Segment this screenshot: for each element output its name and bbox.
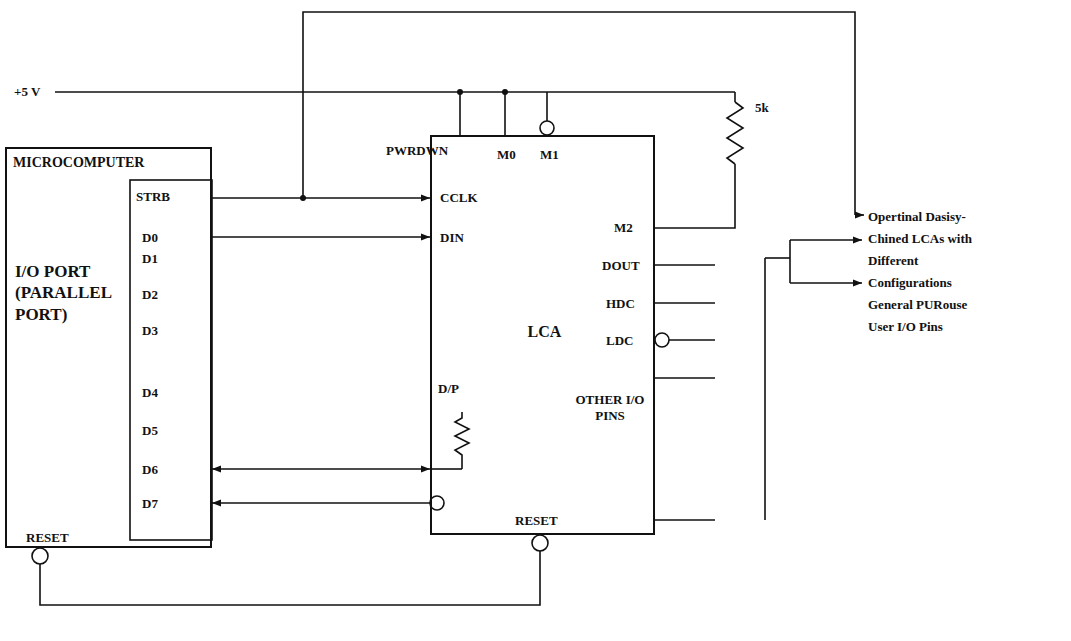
computer-box: MICROCOMPUTER I/O PORT (PARALLEL PORT) xyxy=(5,147,212,548)
pin-label: RESET xyxy=(26,530,69,546)
pin-label: D6 xyxy=(142,462,158,478)
bracket-line xyxy=(789,240,791,283)
hdc-wire xyxy=(655,302,715,304)
m1-wire xyxy=(546,92,548,121)
resistor-symbol xyxy=(727,102,743,164)
chain-arrow xyxy=(855,214,864,216)
pin-label: M1 xyxy=(540,147,559,163)
pin-label: DIN xyxy=(440,230,464,246)
dp-wire xyxy=(430,468,462,470)
bracket-line xyxy=(765,257,790,259)
pin-label: PWRDWN xyxy=(386,143,448,159)
output-arrow xyxy=(790,282,862,284)
port-box xyxy=(130,180,212,540)
signal-wire xyxy=(212,468,430,470)
pin-label: OTHER I/O PINS xyxy=(570,392,650,423)
inversion-bubble xyxy=(532,535,548,551)
m2-wire xyxy=(655,164,735,228)
pin-label: STRB xyxy=(136,189,170,205)
node-title: MICROCOMPUTER xyxy=(13,154,203,172)
cclk-chain-wire xyxy=(303,12,855,215)
pin-label: D3 xyxy=(142,323,158,339)
io-wire xyxy=(655,377,715,379)
pin-label: D/P xyxy=(438,381,459,397)
pin-label: RESET xyxy=(515,513,558,529)
pin-label: LDC xyxy=(606,333,633,349)
pin-label: D7 xyxy=(142,496,158,512)
inversion-bubble xyxy=(32,548,48,564)
pin-label: D5 xyxy=(142,423,158,439)
output-arrow xyxy=(790,239,862,241)
pin-label: HDC xyxy=(606,296,635,312)
inversion-bubble xyxy=(430,496,444,510)
value-label: 5k xyxy=(755,100,769,116)
pin-label: M2 xyxy=(614,220,633,236)
signal-wire xyxy=(212,236,430,238)
value-label: +5 V xyxy=(14,84,40,100)
inversion-bubble xyxy=(655,333,669,347)
junction-dot xyxy=(457,89,463,95)
pin-label: D2 xyxy=(142,287,158,303)
reset-out-wire xyxy=(655,519,715,521)
junction-dots xyxy=(300,89,508,201)
resistor-lead xyxy=(734,92,736,102)
schematic-wires xyxy=(55,12,864,540)
dout-wire xyxy=(655,264,715,266)
m0-wire xyxy=(504,92,506,135)
node-body: I/O PORT (PARALLEL PORT) xyxy=(15,261,123,325)
note-text: Opertinal Dasisy-Chined LCAs with Differ… xyxy=(868,206,990,338)
pin-label: M0 xyxy=(497,147,516,163)
pin-label: D0 xyxy=(142,230,158,246)
resistor-symbol xyxy=(455,412,469,469)
inversion-bubble xyxy=(540,121,554,135)
signal-wire xyxy=(212,197,430,199)
pin-label: D1 xyxy=(142,251,158,267)
pin-label: DOUT xyxy=(602,258,640,274)
supply-rail xyxy=(55,91,735,93)
signal-wire xyxy=(40,535,540,605)
bracket-line xyxy=(764,258,766,520)
pwrdwn-wire xyxy=(459,92,461,135)
junction-dot xyxy=(300,195,306,201)
ldc-wire xyxy=(669,339,715,341)
junction-dot xyxy=(502,89,508,95)
signal-wire xyxy=(212,502,430,504)
pin-label: CCLK xyxy=(440,190,478,206)
pin-label: D4 xyxy=(142,385,158,401)
